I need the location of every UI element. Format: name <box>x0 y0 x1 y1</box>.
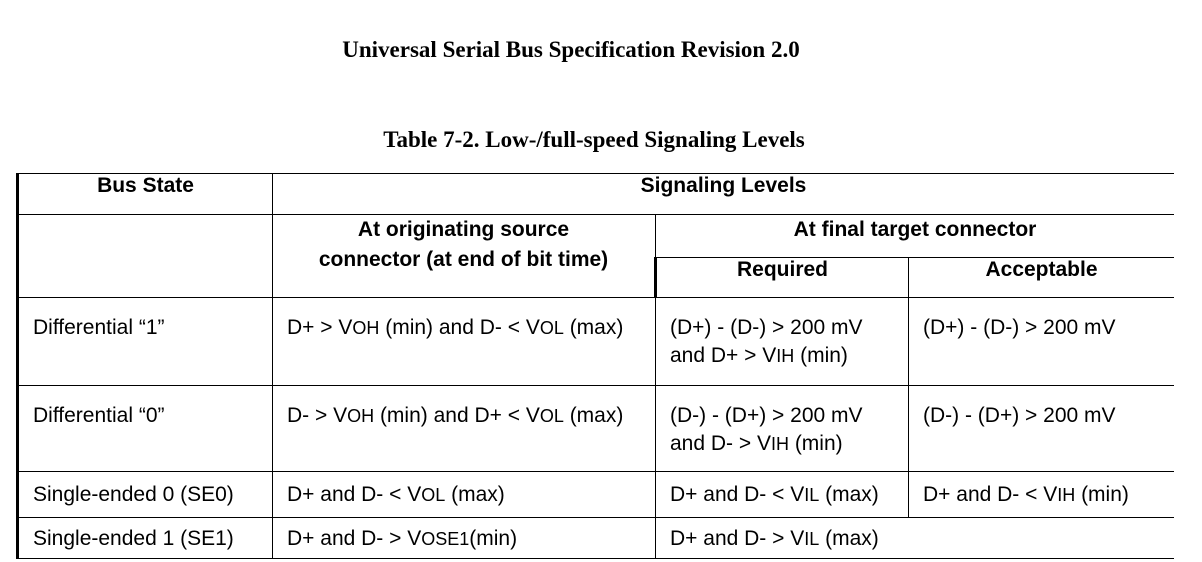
originating-cell: D+ and D- < VOL (max) <box>272 471 656 518</box>
text-part: (min) and D+ < V <box>374 404 540 427</box>
bus-state-cell: Differential “0” <box>16 385 273 472</box>
voltage-subscript: OH <box>347 406 375 426</box>
voltage-subscript: IH <box>770 434 789 454</box>
signaling-levels-header: Signaling Levels <box>272 173 1174 215</box>
table-row: Single-ended 1 (SE1) D+ and D- > VOSE1(m… <box>16 517 1174 559</box>
table-caption: Table 7-2. Low-/full-speed Signaling Lev… <box>383 127 805 152</box>
bus-state-header: Bus State <box>16 173 273 215</box>
bus-state-text: Single-ended 1 (SE1) <box>33 527 234 550</box>
text-part: (min) <box>1075 483 1129 506</box>
header-row-1: Bus State Signaling Levels <box>16 173 1174 215</box>
text-part: (min) <box>788 432 843 455</box>
voltage-subscript: OL <box>421 485 446 505</box>
bus-state-text: Differential “0” <box>33 404 165 427</box>
text-part: D+ > V <box>287 316 353 339</box>
originating-cell: D+ and D- > VOSE1(min) <box>272 517 656 559</box>
voltage-subscript: OSE1 <box>421 529 470 549</box>
bus-state-text: Differential “1” <box>33 316 165 339</box>
text-part: D+ and D- > V <box>287 527 422 550</box>
voltage-subscript: IH <box>1057 485 1076 505</box>
text-part: (D+) - (D-) > 200 mV <box>670 316 863 339</box>
required-cell: D+ and D- < VIL (max) <box>655 471 909 518</box>
text-part: and D+ > V <box>670 344 777 367</box>
voltage-subscript: OL <box>539 318 564 338</box>
text-part: D- > V <box>287 404 348 427</box>
originating-text: D+ and D- > VOSE1(min) <box>273 518 655 553</box>
acceptable-cell: (D-) - (D+) > 200 mV <box>908 385 1174 472</box>
required-text: (D-) - (D+) > 200 mV and D- > VIH (min) <box>656 386 908 458</box>
final-target-header: At final target connector <box>655 214 1174 258</box>
required-header: Required <box>654 257 909 298</box>
text-part: (max) <box>819 483 879 506</box>
originating-source-header: At originating source connector (at end … <box>272 214 656 298</box>
text-part: (max) <box>563 404 624 427</box>
acceptable-cell: D+ and D- < VIH (min) <box>908 471 1174 518</box>
voltage-subscript: IL <box>804 485 820 505</box>
text-part: D+ and D- > V <box>670 527 805 550</box>
originating-cell: D+ > VOH (min) and D- < VOL (max) <box>272 297 656 386</box>
document-header: Universal Serial Bus Specification Revis… <box>342 37 800 62</box>
voltage-subscript: IH <box>776 346 795 366</box>
acceptable-text: D+ and D- < VIH (min) <box>909 472 1174 509</box>
bus-state-text: Single-ended 0 (SE0) <box>33 483 234 506</box>
voltage-subscript: OH <box>352 318 380 338</box>
text-part: D+ and D- < V <box>287 483 422 506</box>
required-cell: D+ and D- > VIL (max) <box>655 517 1174 559</box>
acceptable-cell: (D+) - (D-) > 200 mV <box>908 297 1174 386</box>
originating-header-line2: connector (at end of bit time) <box>318 248 609 271</box>
header-row-3: Required Acceptable <box>18 257 1174 298</box>
text-part: (min) <box>794 344 848 367</box>
header-row-2: At originating source connector (at end … <box>16 214 1174 298</box>
text-part: (D-) - (D+) > 200 mV <box>670 404 863 427</box>
table-row: Differential “1” D+ > VOH (min) and D- <… <box>16 297 1174 386</box>
voltage-subscript: OL <box>539 406 564 426</box>
signaling-levels-table: Bus State Signaling Levels At originatin… <box>16 173 1174 559</box>
bus-state-cell: Differential “1” <box>16 297 273 386</box>
text-part: D+ and D- < V <box>923 483 1058 506</box>
text-part: (min) and D- < V <box>379 316 540 339</box>
text-part: (max) <box>563 316 624 339</box>
table-row: Differential “0” D- > VOH (min) and D+ <… <box>16 385 1174 472</box>
required-text: (D+) - (D-) > 200 mV and D+ > VIH (min) <box>656 298 908 370</box>
required-text: D+ and D- > VIL (max) <box>656 518 1174 553</box>
originating-text: D+ and D- < VOL (max) <box>273 472 655 509</box>
text-part: (max) <box>819 527 879 550</box>
text-part: (min) <box>469 527 518 550</box>
bus-state-subheader-empty <box>16 214 273 298</box>
required-text: D+ and D- < VIL (max) <box>656 472 908 509</box>
originating-text: D- > VOH (min) and D+ < VOL (max) <box>273 386 655 430</box>
originating-header-line1: At originating source <box>357 218 570 241</box>
acceptable-text: (D+) - (D-) > 200 mV <box>923 316 1116 339</box>
bus-state-cell: Single-ended 0 (SE0) <box>16 471 273 518</box>
originating-cell: D- > VOH (min) and D+ < VOL (max) <box>272 385 656 472</box>
table-row: Single-ended 0 (SE0) D+ and D- < VOL (ma… <box>16 471 1174 518</box>
acceptable-text: (D-) - (D+) > 200 mV <box>923 404 1116 427</box>
text-part: (max) <box>445 483 505 506</box>
required-cell: (D-) - (D+) > 200 mV and D- > VIH (min) <box>655 385 909 472</box>
voltage-subscript: IL <box>804 529 820 549</box>
table-container: Bus State Signaling Levels At originatin… <box>16 173 1174 562</box>
acceptable-header: Acceptable <box>908 257 1174 298</box>
originating-text: D+ > VOH (min) and D- < VOL (max) <box>273 298 655 342</box>
text-part: D+ and D- < V <box>670 483 805 506</box>
text-part: and D- > V <box>670 432 771 455</box>
required-cell: (D+) - (D-) > 200 mV and D+ > VIH (min) <box>655 297 909 386</box>
bus-state-cell: Single-ended 1 (SE1) <box>16 517 273 559</box>
